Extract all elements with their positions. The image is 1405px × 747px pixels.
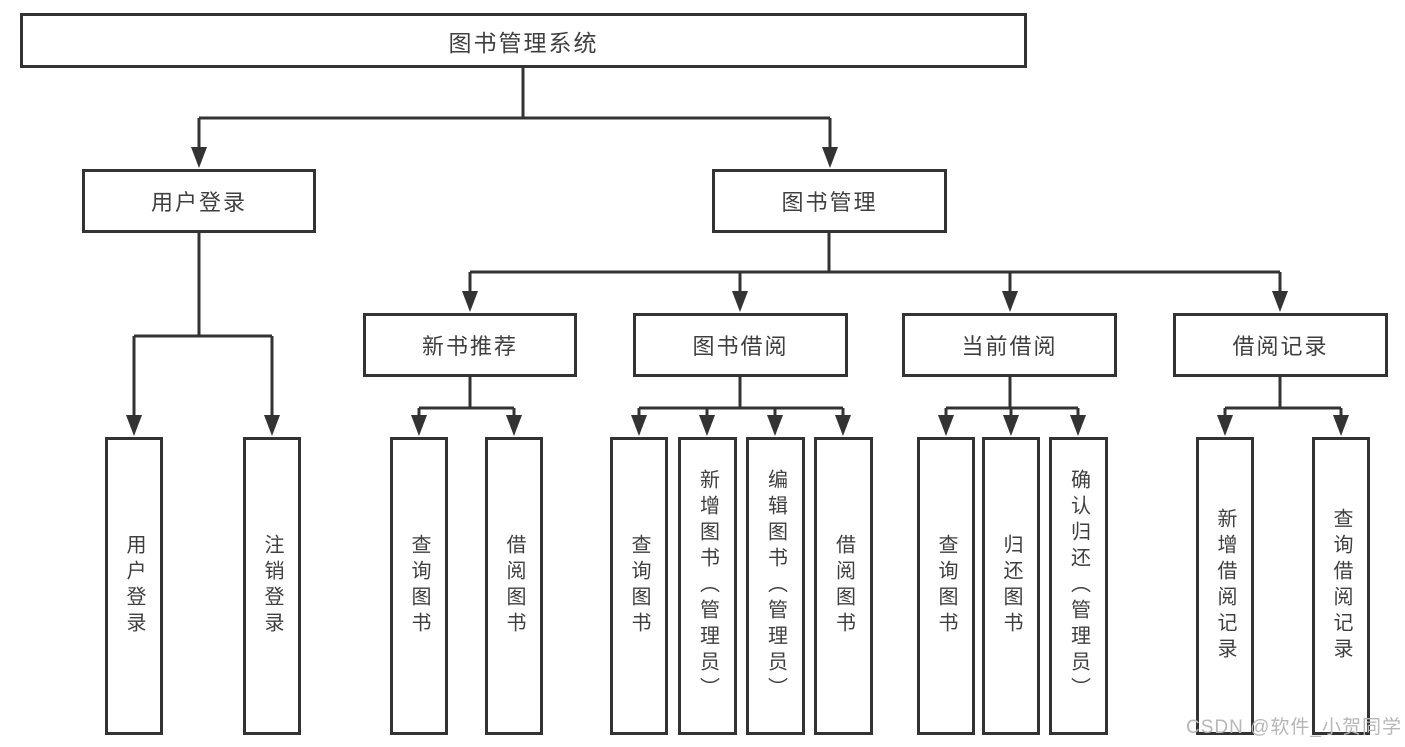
node-user-login-group: 用户登录 [82, 169, 316, 233]
leaf-label: 归还图书 [1000, 534, 1022, 638]
leaf-label: 新增图书（管理员） [696, 469, 719, 703]
leaf-label: 查询图书 [408, 534, 430, 638]
leaf-label: 查询借阅记录 [1330, 508, 1352, 664]
leaf-confirm-return-admin: 确认归还（管理员） [1049, 437, 1108, 735]
leaf-add-book-admin: 新增图书（管理员） [678, 437, 737, 735]
leaf-edit-book-admin: 编辑图书（管理员） [746, 437, 805, 735]
leaf-label: 编辑图书（管理员） [764, 469, 787, 703]
leaf-label: 查询图书 [935, 534, 957, 638]
csdn-watermark: CSDN @软件_小贺同学 [1186, 717, 1402, 738]
leaf-borrow-books-recommend: 借阅图书 [485, 437, 543, 735]
leaf-label: 借阅图书 [503, 534, 525, 638]
leaf-query-books-current: 查询图书 [917, 437, 975, 735]
leaf-label: 用户登录 [123, 534, 145, 638]
node-borrowing-records: 借阅记录 [1173, 313, 1388, 377]
leaf-query-books-borrow: 查询图书 [610, 437, 668, 735]
leaf-user-login: 用户登录 [105, 437, 163, 735]
node-book-borrowing: 图书借阅 [633, 313, 848, 377]
leaf-label: 借阅图书 [832, 534, 855, 638]
leaf-logout: 注销登录 [243, 437, 301, 735]
leaf-return-book: 归还图书 [982, 437, 1040, 735]
leaf-add-borrow-record: 新增借阅记录 [1196, 437, 1254, 735]
node-book-management: 图书管理 [712, 169, 947, 233]
node-library-management-system: 图书管理系统 [20, 13, 1027, 68]
leaf-label: 查询图书 [628, 534, 650, 638]
leaf-label: 新增借阅记录 [1214, 508, 1236, 664]
leaf-query-books-recommend: 查询图书 [390, 437, 448, 735]
leaf-label: 确认归还（管理员） [1067, 469, 1090, 703]
leaf-borrow-books-borrow: 借阅图书 [814, 437, 873, 735]
node-new-book-recommend: 新书推荐 [363, 313, 577, 377]
leaf-query-borrow-record: 查询借阅记录 [1312, 437, 1370, 735]
leaf-label: 注销登录 [261, 534, 283, 638]
node-current-borrowing: 当前借阅 [902, 313, 1117, 377]
